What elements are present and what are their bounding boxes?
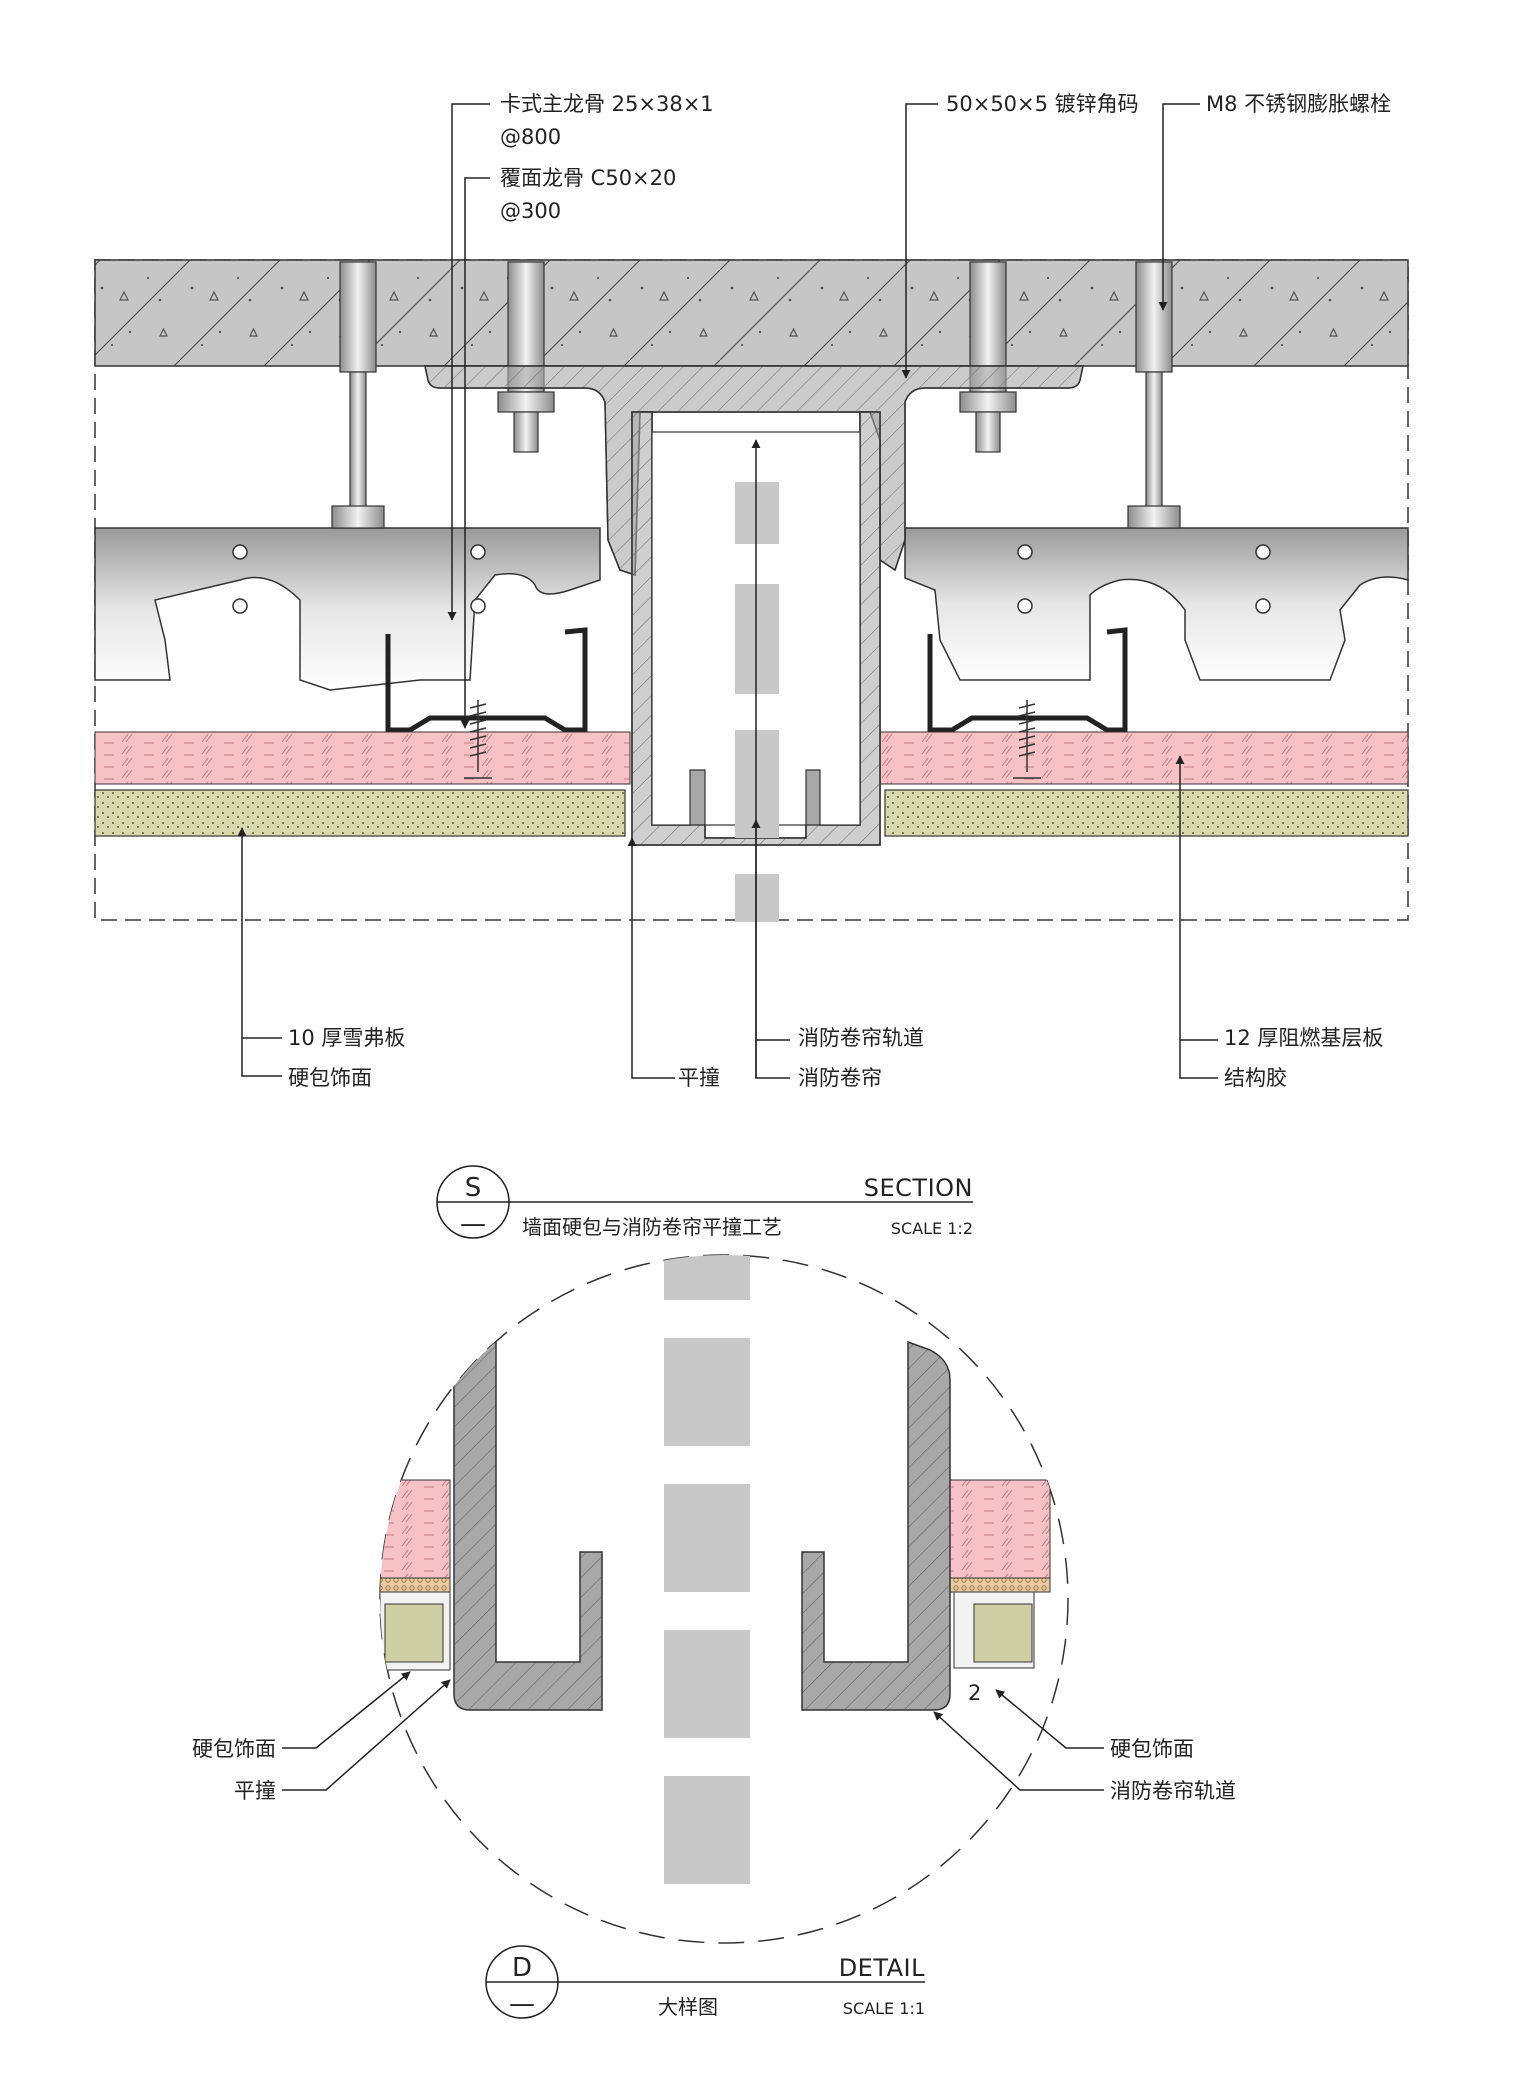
concrete-slab xyxy=(94,259,1409,367)
detail-scale: SCALE 1:1 xyxy=(843,1999,925,2018)
section-scale: SCALE 1:2 xyxy=(891,1219,973,1238)
label-shutter-track: 消防卷帘轨道 xyxy=(798,1026,924,1050)
label-structural-glue: 结构胶 xyxy=(1224,1066,1287,1090)
label-cover-keel: 覆面龙骨 C50×20 xyxy=(500,166,676,190)
leaders-bottom xyxy=(237,439,1218,1079)
leaders-top xyxy=(447,103,1200,729)
section-marker-sub: — xyxy=(460,1209,486,1239)
label-fire-shutter: 消防卷帘 xyxy=(798,1066,882,1090)
detail-label-shutter-track: 消防卷帘轨道 xyxy=(1110,1779,1236,1803)
section-caption: SECTION xyxy=(864,1174,973,1202)
detail-drawing: 2 硬包饰面 平撞 硬包饰面 消防卷帘轨道 D — DETAIL 大样图 SCA… xyxy=(192,1254,1236,2019)
screw-right xyxy=(1013,700,1041,779)
section-drawing: 卡式主龙骨 25×38×1 @800 覆面龙骨 C50×20 @300 50×5… xyxy=(94,92,1409,1239)
expansion-bolt-4 xyxy=(1127,261,1181,529)
label-angle-code: 50×50×5 镀锌角码 xyxy=(946,92,1139,116)
detail-caption: DETAIL xyxy=(839,1954,925,1982)
cover-keel-right xyxy=(927,627,1128,733)
snowflake-board-right xyxy=(884,789,1409,837)
detail-label-hard-pack-finish-right: 硬包饰面 xyxy=(1110,1737,1194,1761)
base-board-right xyxy=(879,731,1409,785)
label-main-keel: 卡式主龙骨 25×38×1 xyxy=(500,92,714,116)
label-bolt: M8 不锈钢膨胀螺栓 xyxy=(1206,92,1391,116)
detail-label-hard-pack-finish-left: 硬包饰面 xyxy=(192,1737,276,1761)
label-cover-keel-spacing: @300 xyxy=(500,199,561,223)
label-hard-pack-finish: 硬包饰面 xyxy=(288,1066,372,1090)
main-keel-left xyxy=(94,527,601,691)
detail-title: 大样图 xyxy=(658,1995,718,2019)
base-board-left xyxy=(94,731,631,785)
section-title: 墙面硬包与消防卷帘平撞工艺 xyxy=(522,1215,782,1239)
fire-shutter xyxy=(735,482,779,922)
cover-keel-left xyxy=(385,627,588,733)
main-keel-right xyxy=(904,527,1409,681)
label-base-board: 12 厚阻燃基层板 xyxy=(1224,1026,1383,1050)
detail-dim-value: 2 xyxy=(968,1681,981,1705)
detail-title-block: D — DETAIL 大样图 SCALE 1:1 xyxy=(485,1945,925,2019)
label-snowflake-board: 10 厚雪弗板 xyxy=(288,1026,405,1050)
snowflake-board-left xyxy=(94,789,626,837)
section-title-block: S — SECTION 墙面硬包与消防卷帘平撞工艺 SCALE 1:2 xyxy=(436,1165,973,1239)
detail-fire-shutter xyxy=(664,1255,750,1884)
label-flush-joint: 平撞 xyxy=(678,1066,720,1090)
expansion-bolt-1 xyxy=(331,261,385,529)
label-main-keel-spacing: @800 xyxy=(500,125,561,149)
detail-label-flush-joint: 平撞 xyxy=(234,1779,276,1803)
detail-marker-letter: D xyxy=(512,1953,532,1983)
detail-leaders xyxy=(282,1671,1104,1791)
screw-left xyxy=(464,700,492,779)
section-marker-letter: S xyxy=(465,1173,482,1203)
detail-marker-sub: — xyxy=(509,1989,535,2019)
